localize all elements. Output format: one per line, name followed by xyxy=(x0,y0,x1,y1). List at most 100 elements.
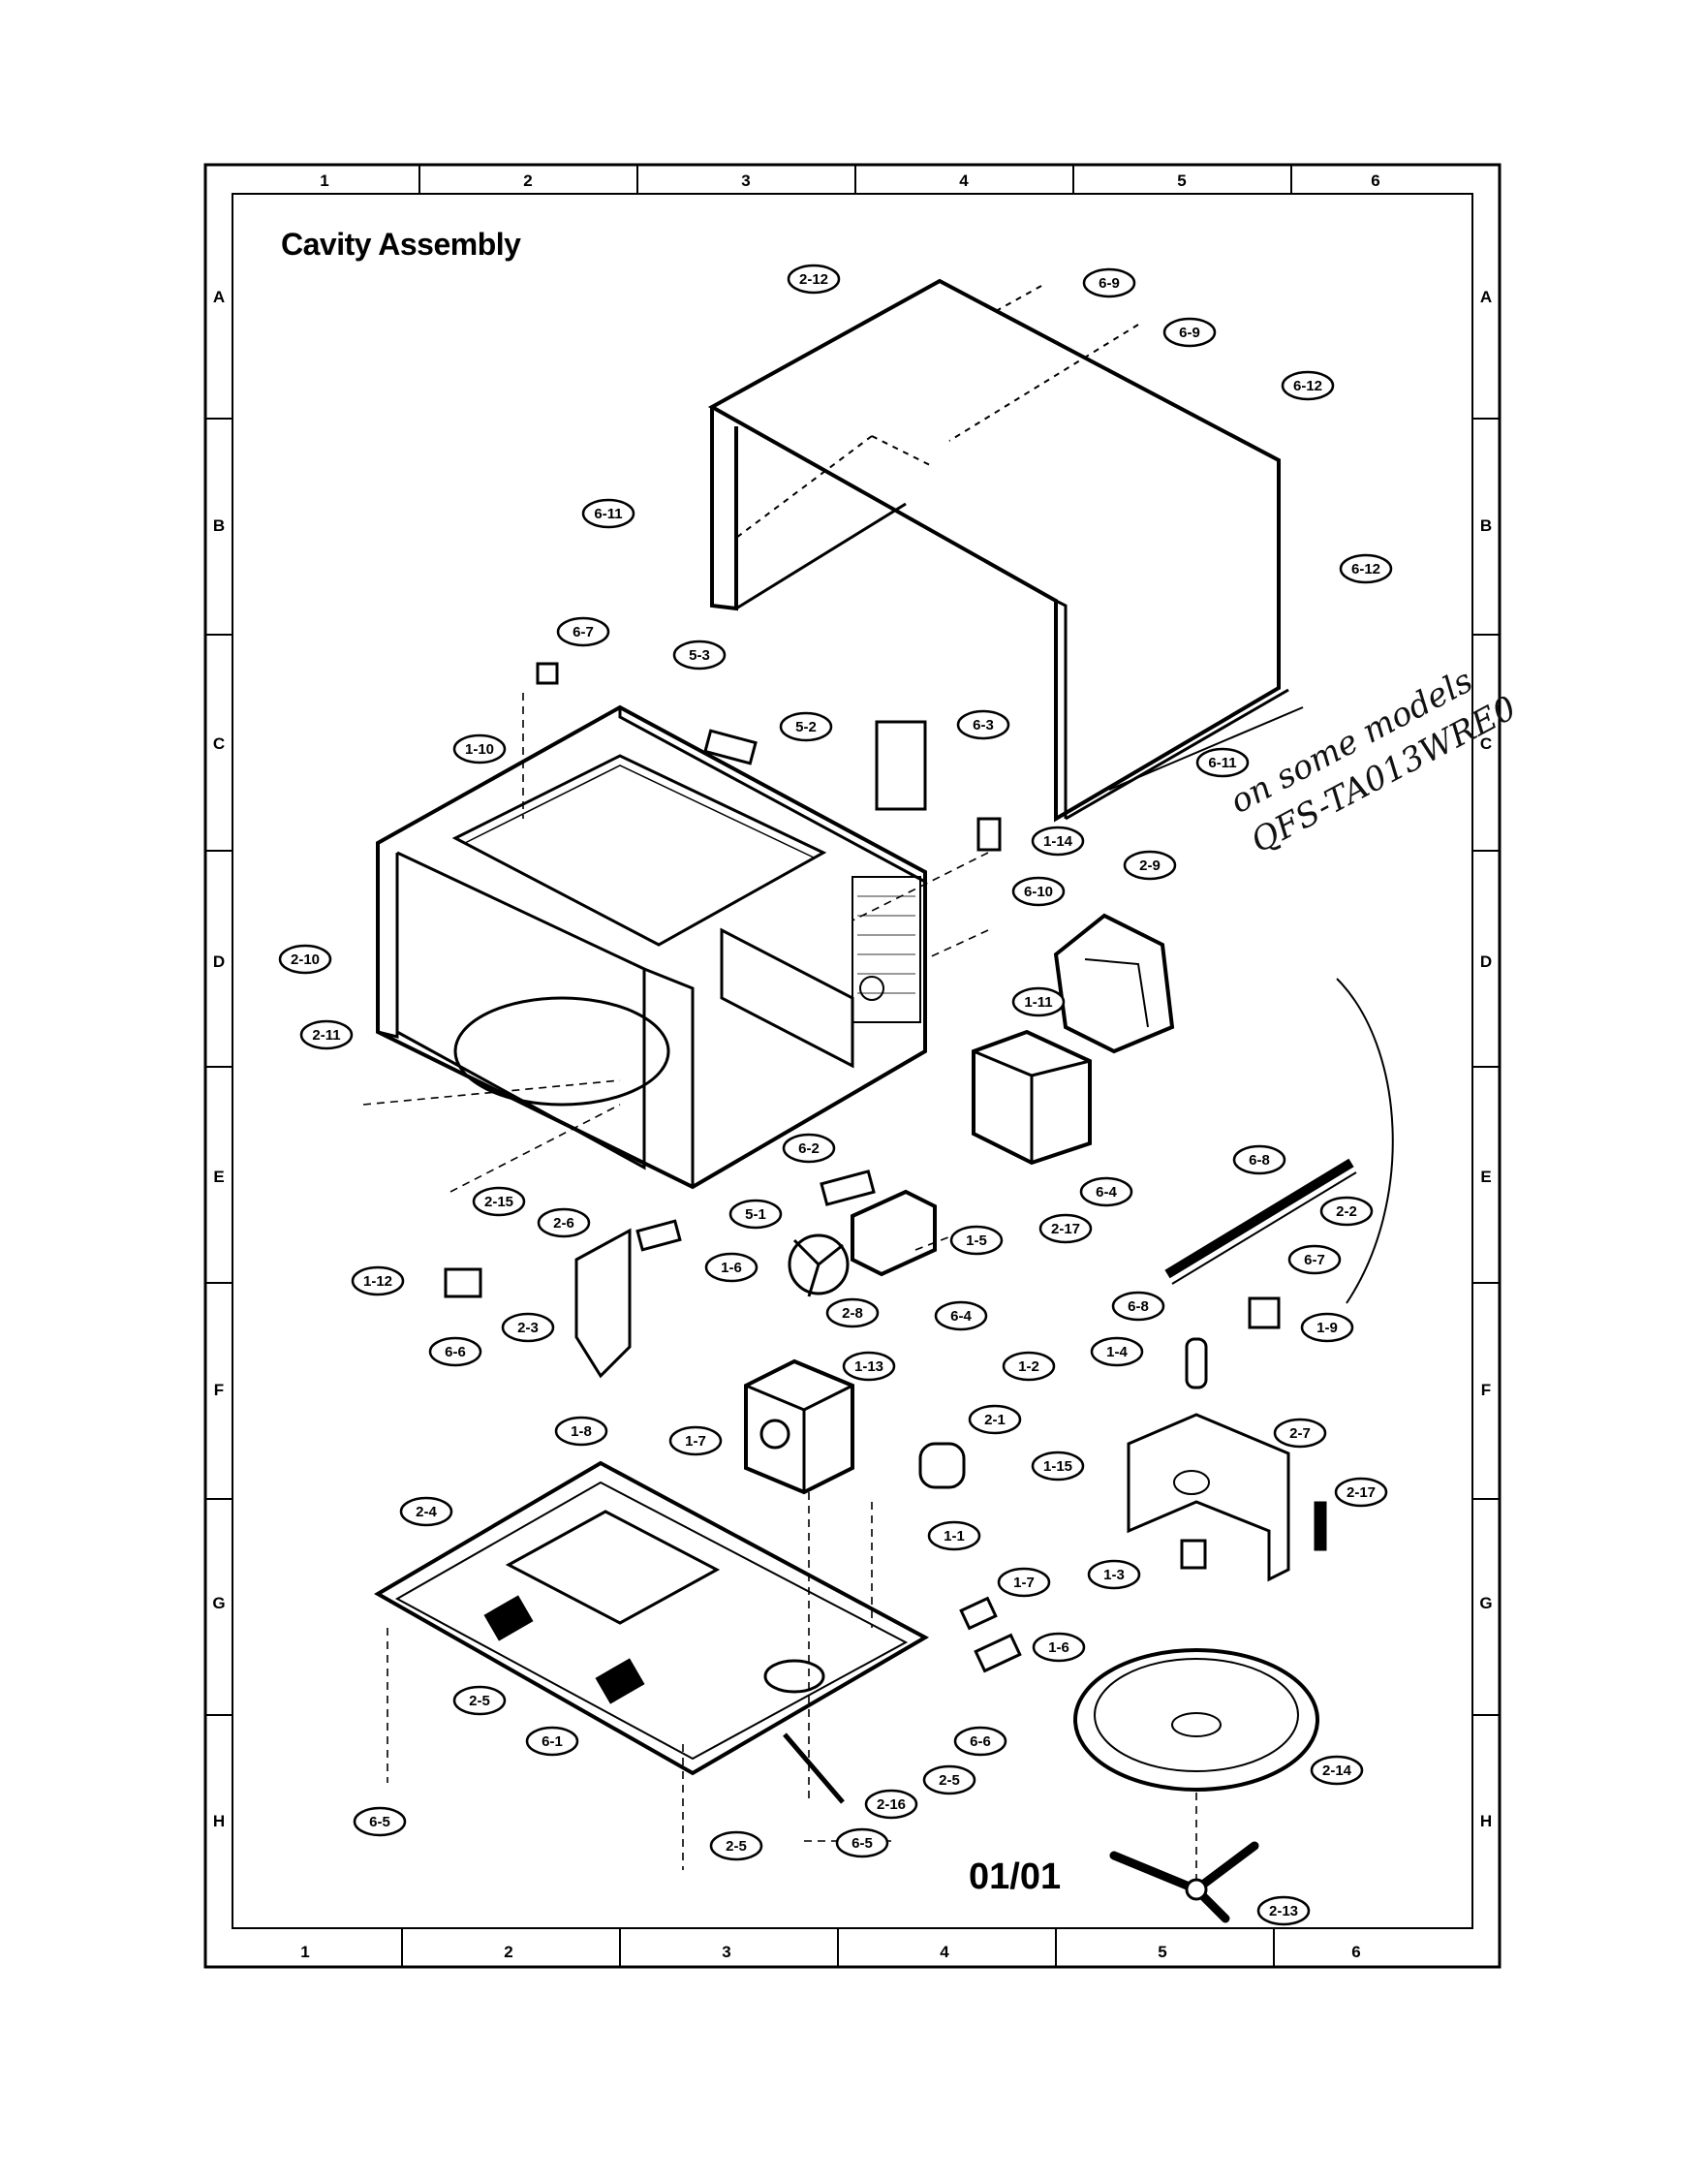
grid-row-label: A xyxy=(213,288,225,306)
callout-label: 2-5 xyxy=(726,1838,747,1855)
grid-column-label: 6 xyxy=(1371,172,1379,190)
callout-label: 2-10 xyxy=(291,952,320,968)
callout-5-3: 5-3 xyxy=(672,640,727,671)
callout-label: 2-12 xyxy=(799,271,828,288)
callout-2-7: 2-7 xyxy=(1273,1418,1327,1449)
callout-2-14: 2-14 xyxy=(1310,1755,1364,1786)
callout-label: 1-12 xyxy=(363,1273,392,1290)
callout-6-5: 6-5 xyxy=(353,1806,407,1837)
callout-6-3: 6-3 xyxy=(956,709,1010,740)
callout-2-5: 2-5 xyxy=(452,1685,507,1716)
grid-row-label: B xyxy=(1480,516,1492,535)
callout-6-6: 6-6 xyxy=(953,1726,1007,1757)
grid-column-label: 3 xyxy=(741,172,750,190)
grid-column-label: 4 xyxy=(959,172,969,190)
page-number: 01/01 xyxy=(969,1856,1062,1897)
callout-label: 6-9 xyxy=(1179,325,1200,341)
callout-label: 6-9 xyxy=(1099,275,1120,292)
callout-2-11: 2-11 xyxy=(299,1019,354,1050)
callout-label: 1-9 xyxy=(1316,1320,1338,1336)
callout-label: 6-5 xyxy=(369,1814,390,1830)
callout-1-4: 1-4 xyxy=(1090,1336,1144,1367)
callout-1-10: 1-10 xyxy=(452,733,507,764)
callout-label: 2-9 xyxy=(1139,858,1161,874)
callout-1-13: 1-13 xyxy=(842,1351,896,1382)
callout-label: 6-8 xyxy=(1128,1298,1149,1315)
callout-label: 2-8 xyxy=(842,1305,863,1322)
callout-label: 1-3 xyxy=(1103,1567,1125,1583)
callout-2-12: 2-12 xyxy=(787,264,841,295)
callout-2-3: 2-3 xyxy=(501,1312,555,1343)
grid-column-label: 5 xyxy=(1158,1943,1166,1961)
magnetron xyxy=(972,1029,1092,1166)
grid-row-label: D xyxy=(1480,952,1492,971)
callout-label: 2-17 xyxy=(1347,1484,1376,1501)
callout-label: 2-13 xyxy=(1269,1903,1298,1919)
callout-label: 2-11 xyxy=(312,1027,340,1044)
callout-label: 1-6 xyxy=(721,1260,742,1276)
callout-label: 2-5 xyxy=(939,1772,960,1789)
callout-label: 5-2 xyxy=(795,719,817,735)
callout-label: 1-5 xyxy=(966,1232,987,1249)
hv-transformer xyxy=(744,1358,854,1495)
callout-label: 2-4 xyxy=(416,1504,437,1520)
callout-label: 1-8 xyxy=(571,1423,592,1440)
callout-label: 2-15 xyxy=(484,1194,513,1210)
turntable-tray xyxy=(1073,1648,1319,1792)
callout-label: 1-4 xyxy=(1106,1344,1128,1360)
motor-bracket xyxy=(1127,1337,1327,1582)
callout-2-9: 2-9 xyxy=(1123,850,1177,881)
callout-1-8: 1-8 xyxy=(554,1416,608,1447)
grid-row-label: F xyxy=(214,1381,224,1399)
callout-label: 2-5 xyxy=(469,1693,490,1709)
callout-1-11: 1-11 xyxy=(1011,986,1066,1017)
callout-label: 6-12 xyxy=(1351,561,1380,577)
callout-label: 2-16 xyxy=(877,1796,906,1813)
callout-label: 6-11 xyxy=(594,506,622,522)
callout-label: 1-1 xyxy=(944,1528,965,1544)
callout-1-2: 1-2 xyxy=(1002,1351,1056,1382)
callout-label: 6-12 xyxy=(1293,378,1322,394)
grid-column-label: 2 xyxy=(523,172,532,190)
note-pointer-line xyxy=(1336,978,1394,1304)
callout-6-8: 6-8 xyxy=(1111,1291,1165,1322)
callout-5-1: 5-1 xyxy=(728,1199,783,1230)
callout-label: 6-4 xyxy=(1096,1184,1117,1201)
callout-label: 6-1 xyxy=(542,1733,563,1750)
grid-column-label: 4 xyxy=(940,1943,949,1961)
callout-label: 2-17 xyxy=(1051,1221,1080,1237)
callout-label: 5-3 xyxy=(689,647,710,664)
fan-motor xyxy=(788,1189,937,1297)
callout-label: 2-6 xyxy=(553,1215,574,1232)
callout-label: 1-7 xyxy=(1013,1575,1035,1591)
callout-label: 2-14 xyxy=(1322,1763,1352,1779)
callout-1-9: 1-9 xyxy=(1300,1312,1354,1343)
callout-6-2: 6-2 xyxy=(782,1133,836,1164)
callout-label: 1-2 xyxy=(1018,1358,1039,1375)
callout-6-12: 6-12 xyxy=(1339,553,1393,584)
grid-column-label: 1 xyxy=(300,1943,309,1961)
callout-2-17: 2-17 xyxy=(1038,1213,1093,1244)
grid-column-label: 5 xyxy=(1177,172,1186,190)
callout-2-5: 2-5 xyxy=(922,1764,976,1795)
grid-column-label: 1 xyxy=(320,172,328,190)
callout-label: 1-11 xyxy=(1024,994,1052,1011)
grid-row-label: C xyxy=(213,734,225,753)
callout-5-2: 5-2 xyxy=(779,711,833,742)
callout-2-5: 2-5 xyxy=(709,1830,763,1861)
callout-label: 6-10 xyxy=(1024,884,1053,900)
callout-6-11: 6-11 xyxy=(1195,747,1250,778)
base-plate xyxy=(374,1460,930,1804)
callout-label: 6-5 xyxy=(852,1835,873,1852)
leader-lines xyxy=(362,693,1197,1880)
callout-label: 2-3 xyxy=(517,1320,539,1336)
callout-6-10: 6-10 xyxy=(1011,876,1066,907)
callout-6-9: 6-9 xyxy=(1082,267,1136,298)
callout-label: 1-10 xyxy=(465,741,494,758)
callout-2-16: 2-16 xyxy=(864,1789,918,1820)
grid-row-label: G xyxy=(212,1594,225,1612)
callout-label: 6-8 xyxy=(1249,1152,1270,1169)
callout-6-4: 6-4 xyxy=(1079,1176,1133,1207)
grid-row-label: E xyxy=(1480,1168,1491,1186)
